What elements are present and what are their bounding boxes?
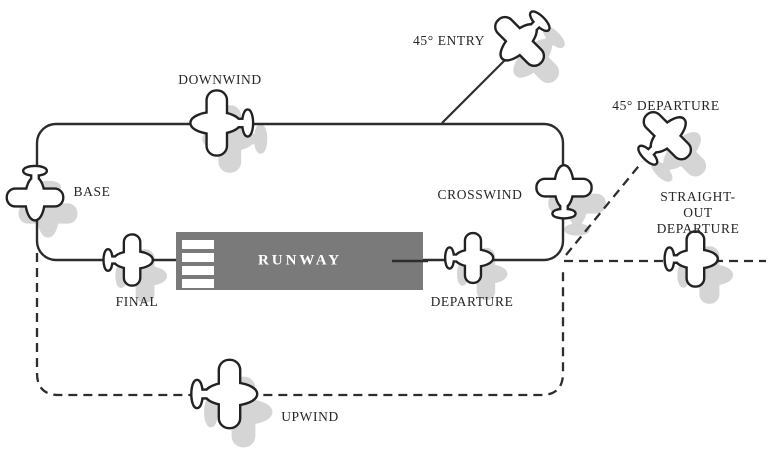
runway-label: RUNWAY: [257, 252, 343, 269]
upwind-dashed-line: [35, 253, 565, 397]
runway: [176, 232, 428, 290]
plane-shadows: [21, 14, 731, 445]
straight-out-label-line2: DEPARTURE: [656, 221, 740, 236]
runway-surface: [176, 232, 423, 290]
final-label: FINAL: [115, 294, 159, 309]
base-label: BASE: [73, 184, 111, 199]
runway-threshold-stripes: [182, 240, 214, 288]
straight-out-label-line1: STRAIGHT-OUT: [660, 189, 736, 220]
departure-45-label: 45° DEPARTURE: [612, 98, 720, 113]
upwind-label: UPWIND: [281, 409, 339, 424]
downwind-label: DOWNWIND: [178, 72, 262, 87]
crosswind-label: CROSSWIND: [437, 187, 523, 202]
entry-45-line: [441, 52, 513, 124]
straight-out-departure-label: STRAIGHT-OUT DEPARTURE: [657, 189, 740, 237]
departure-label: DEPARTURE: [430, 294, 514, 309]
departure-45-dashed-line: [565, 161, 643, 256]
entry-45-label: 45° ENTRY: [413, 33, 485, 48]
